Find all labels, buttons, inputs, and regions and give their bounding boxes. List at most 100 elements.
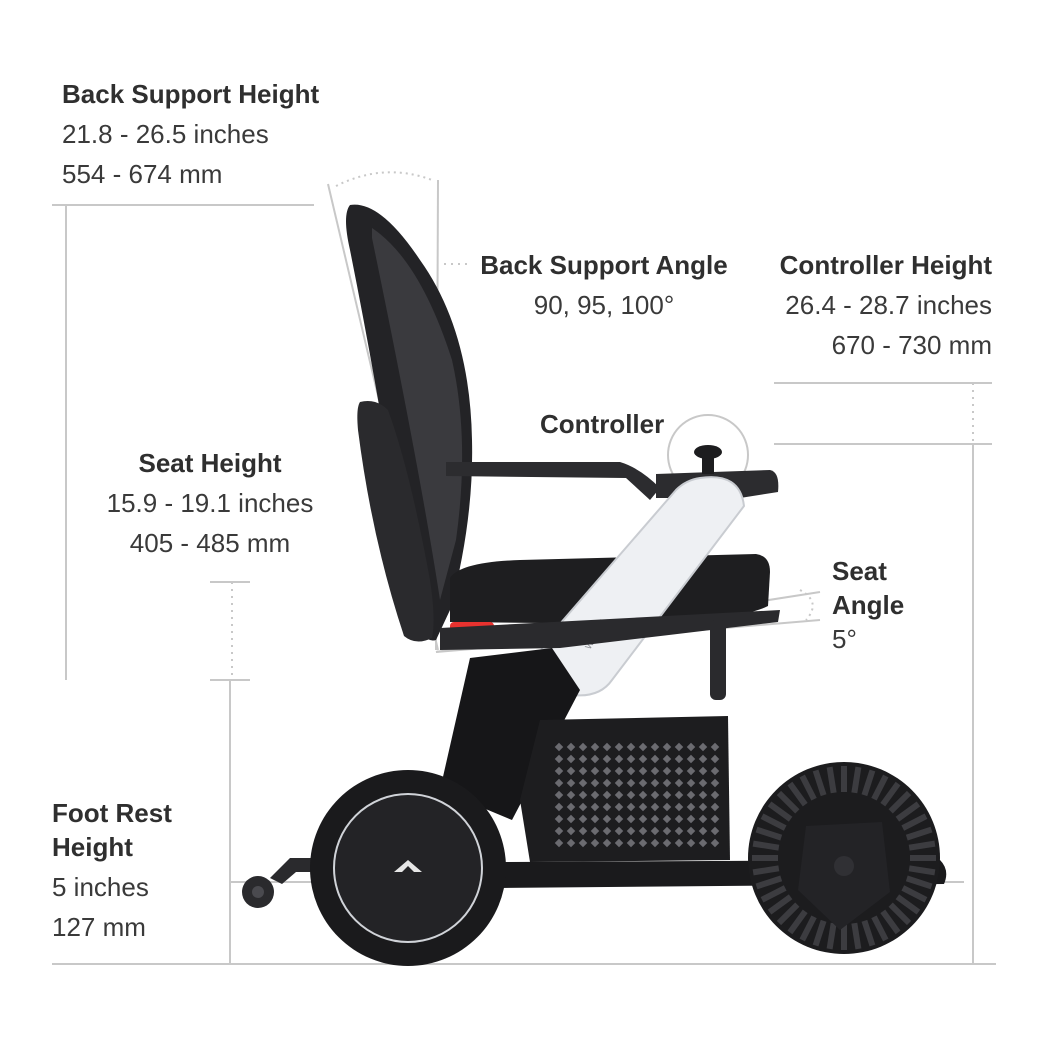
mesh-hole (686, 742, 696, 752)
mesh-hole (554, 766, 564, 776)
controller-title: Controller (540, 409, 665, 439)
main-column (440, 648, 580, 820)
mesh-hole (686, 790, 696, 800)
mesh-hole (638, 790, 648, 800)
mesh-hole (662, 814, 672, 824)
seat-height-metric: 405 - 485 mm (129, 528, 291, 558)
back-support-angle-value: 90, 95, 100° (533, 290, 675, 320)
mesh-hole (674, 838, 684, 848)
mesh-hole (650, 754, 660, 764)
omni-roller (755, 826, 783, 841)
mesh-hole (674, 814, 684, 824)
mesh-hole (686, 826, 696, 836)
controller-height-metric: 670 - 730 mm (831, 330, 992, 360)
mesh-hole (650, 790, 660, 800)
caster-hub (252, 886, 264, 898)
mesh-hole (554, 754, 564, 764)
omni-roller (895, 801, 921, 822)
front-leg (710, 620, 726, 700)
mesh-hole (566, 778, 576, 788)
omni-roller (826, 922, 837, 950)
omni-roller (901, 885, 928, 903)
mesh-hole (710, 778, 720, 788)
mesh-hole (578, 754, 588, 764)
mesh-hole (590, 778, 600, 788)
mesh-hole (674, 754, 684, 764)
seat-height-title: Seat Height (138, 448, 282, 478)
omni-roller (812, 769, 827, 797)
mesh-hole (590, 826, 600, 836)
mesh-hole (614, 790, 624, 800)
mesh-hole (614, 754, 624, 764)
mesh-hole (626, 838, 636, 848)
omni-roller (767, 801, 793, 822)
mesh-hole (698, 778, 708, 788)
mesh-hole (614, 826, 624, 836)
mesh-hole (590, 766, 600, 776)
mesh-hole (554, 778, 564, 788)
mesh-hole (602, 802, 612, 812)
back-support-height-title: Back Support Height (62, 79, 320, 109)
omni-roller (888, 902, 912, 926)
omni-roller (752, 840, 780, 851)
mesh-hole (554, 790, 564, 800)
mesh-hole (638, 766, 648, 776)
back-support-height-imperial: 21.8 - 26.5 inches (62, 119, 269, 149)
mesh-hole (590, 742, 600, 752)
mesh-hole (710, 838, 720, 848)
mesh-hole (554, 838, 564, 848)
mesh-hole (650, 826, 660, 836)
mesh-hole (710, 766, 720, 776)
mesh-hole (602, 838, 612, 848)
mesh-hole (602, 742, 612, 752)
mesh-hole (662, 742, 672, 752)
mesh-hole (590, 754, 600, 764)
mesh-hole (698, 742, 708, 752)
mesh-hole (566, 802, 576, 812)
mesh-hole (614, 814, 624, 824)
mesh-hole (698, 814, 708, 824)
mesh-hole (698, 790, 708, 800)
omni-roller (760, 885, 787, 903)
mesh-hole (686, 802, 696, 812)
foot-rest-height-imperial: 5 inches (52, 872, 149, 902)
omni-roller (861, 769, 876, 797)
foot-rest-height-metric: 127 mm (52, 912, 146, 942)
seat-angle-title-line2: Angle (832, 590, 905, 620)
omni-roller (851, 922, 862, 950)
mesh-hole (650, 838, 660, 848)
mesh-hole (626, 742, 636, 752)
omni-roller (851, 766, 862, 794)
mesh-hole (626, 778, 636, 788)
rear-wheel-rim (333, 793, 483, 943)
mesh-hole (638, 778, 648, 788)
mesh-hole (686, 754, 696, 764)
mesh-hole (578, 826, 588, 836)
mesh-hole (566, 838, 576, 848)
mesh-hole (554, 826, 564, 836)
mesh-hole (710, 814, 720, 824)
omni-roller (905, 826, 933, 841)
mesh-hole (674, 778, 684, 788)
mesh-hole (662, 802, 672, 812)
mesh-hole (650, 766, 660, 776)
mesh-hole (578, 802, 588, 812)
mesh-hole (626, 826, 636, 836)
mesh-hole (578, 814, 588, 824)
omni-roller (755, 875, 783, 890)
mesh-hole (626, 814, 636, 824)
mesh-hole (638, 742, 648, 752)
controller-label: Controller (540, 404, 664, 444)
controller-height-imperial: 26.4 - 28.7 inches (785, 290, 992, 320)
omni-roller (880, 909, 901, 935)
mesh-hole (602, 826, 612, 836)
omni-roller (767, 894, 793, 915)
seat-angle-arc (799, 589, 814, 621)
omni-roller (861, 919, 876, 947)
mesh-hole (662, 766, 672, 776)
omni-roller (880, 781, 901, 807)
omni-roller (905, 875, 933, 890)
mesh-hole (710, 802, 720, 812)
mesh-hole (578, 778, 588, 788)
